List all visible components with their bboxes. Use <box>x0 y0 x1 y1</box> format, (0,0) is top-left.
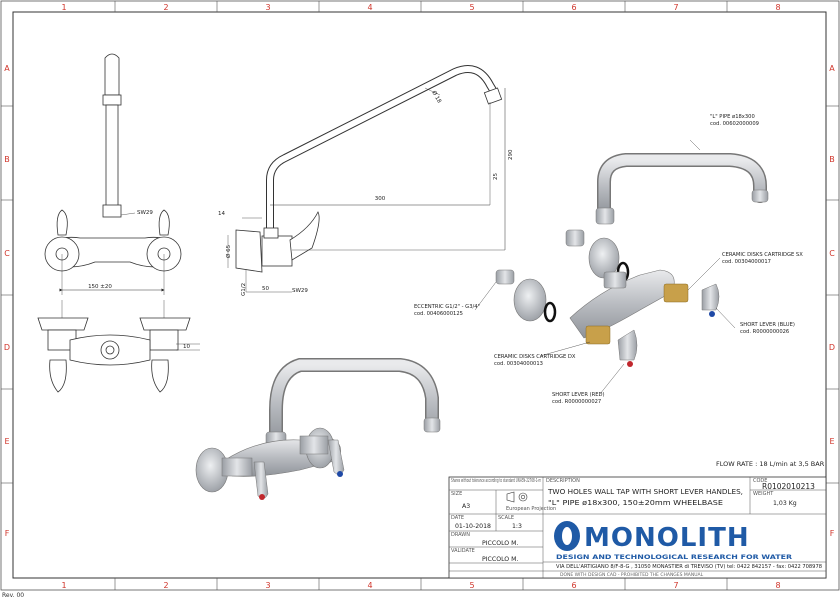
grid-col-7: 7 <box>673 3 678 12</box>
date-label: DATE <box>451 515 464 521</box>
flow-rate-note: FLOW RATE : 18 L/min at 3,5 BAR <box>716 460 825 468</box>
grid-row-d: D <box>4 343 10 352</box>
code-label: CODE <box>753 478 767 484</box>
dim-g12: G1/2 <box>241 283 247 296</box>
grid-row-e-right: E <box>829 437 834 446</box>
grid-col-3-bottom: 3 <box>265 581 270 590</box>
revision-label: Rev. 00 <box>2 592 24 599</box>
annotation-short-lever-red: SHORT LEVER (RED) cod. R0000000027 <box>552 392 605 405</box>
tolerance-note: Shares without tolerance according to st… <box>451 478 541 484</box>
dim-sw29-side: SW29 <box>292 288 308 294</box>
weight-label: WEIGHT <box>753 491 774 497</box>
top-view <box>37 300 200 393</box>
dim-14: 14 <box>218 211 225 217</box>
assembled-render <box>195 358 441 500</box>
grid-row-f: F <box>5 529 10 538</box>
dim-height-290: 290 <box>508 149 514 160</box>
validate-label: VALIDATE <box>451 548 475 554</box>
short-lever-blue-label: SHORT LEVER (BLUE) <box>740 322 795 328</box>
validate-value: PICCOLO M. <box>482 556 518 563</box>
cartridge-sx-code: cod. 00304000017 <box>722 259 771 265</box>
grid-row-a: A <box>4 64 10 73</box>
eccentric-code: cod. 00406000125 <box>414 311 463 317</box>
grid-row-c-right: C <box>829 249 835 258</box>
grid-col-1-bottom: 1 <box>61 581 66 590</box>
dim-pipe-length: 300 <box>375 196 386 202</box>
pipe-label: "L" PIPE ø18x300 <box>710 114 755 120</box>
footer-note: DONE WITH DESIGN CAD - PROHIBITED THE CH… <box>560 572 704 578</box>
dim-65: Ø 65 <box>225 244 232 258</box>
grid-col-6-bottom: 6 <box>571 581 576 590</box>
cartridge-dx-code: cod. 00304000013 <box>494 361 543 367</box>
front-view <box>44 53 182 295</box>
annotation-cartridge-dx: CERAMIC DISKS CARTRIDGE DX cod. 00304000… <box>494 354 576 367</box>
grid-col-7-bottom: 7 <box>673 581 678 590</box>
dim-wheelbase: 150 ±20 <box>88 284 112 290</box>
scale-label: SCALE <box>498 515 514 521</box>
grid-row-c: C <box>4 249 10 258</box>
grid-col-3: 3 <box>265 3 270 12</box>
drawn-label: DRAWN <box>451 532 470 538</box>
description-line-1: TWO HOLES WALL TAP WITH SHORT LEVER HAND… <box>547 488 743 496</box>
size-value: A3 <box>462 503 470 510</box>
grid-row-b-right: B <box>829 155 835 164</box>
cartridge-sx-label: CERAMIC DISKS CARTRIDGE SX <box>722 252 803 258</box>
dim-pipe-diameter: Ø 18 <box>430 90 443 105</box>
annotation-eccentric: ECCENTRIC G1/2" - G3/4" cod. 00406000125 <box>414 304 480 317</box>
description-label: DESCRIPTION <box>546 478 580 484</box>
grid-col-5-bottom: 5 <box>469 581 474 590</box>
grid-row-a-right: A <box>829 64 835 73</box>
annotation-pipe: "L" PIPE ø18x300 cod. 00602000009 <box>710 114 759 127</box>
dim-sw29-front: SW29 <box>137 210 153 216</box>
grid-row-f-right: F <box>830 529 835 538</box>
grid-col-8-bottom: 8 <box>775 581 780 590</box>
scale-value: 1:3 <box>512 523 522 530</box>
size-label: SIZE <box>451 491 462 497</box>
grid-row-e: E <box>4 437 9 446</box>
eccentric-label: ECCENTRIC G1/2" - G3/4" <box>414 304 480 310</box>
side-view <box>227 65 506 293</box>
brand-tagline: DESIGN AND TECHNOLOGICAL RESEARCH FOR WA… <box>556 553 792 561</box>
pipe-code: cod. 00602000009 <box>710 121 759 127</box>
grid-col-4: 4 <box>367 3 372 12</box>
code-value: R0102010213 <box>762 482 815 491</box>
grid-col-1: 1 <box>61 3 66 12</box>
short-lever-red-label: SHORT LEVER (RED) <box>552 392 605 398</box>
dim-height-25: 25 <box>493 173 499 180</box>
title-block: Shares without tolerance according to st… <box>448 476 827 579</box>
grid-col-8: 8 <box>775 3 780 12</box>
date-value: 01-10-2018 <box>455 523 491 530</box>
description-line-2: "L" PIPE ø18x300, 150±20mm WHEELBASE <box>548 499 723 507</box>
grid-row-b: B <box>4 155 10 164</box>
cartridge-dx-label: CERAMIC DISKS CARTRIDGE DX <box>494 354 576 360</box>
projection-label: European Projection <box>506 506 556 512</box>
grid-row-d-right: D <box>829 343 835 352</box>
grid-col-5: 5 <box>469 3 474 12</box>
annotation-cartridge-sx: CERAMIC DISKS CARTRIDGE SX cod. 00304000… <box>722 252 803 265</box>
annotation-short-lever-blue: SHORT LEVER (BLUE) cod. R0000000026 <box>740 322 795 335</box>
grid-col-6: 6 <box>571 3 576 12</box>
weight-value: 1,03 Kg <box>773 500 797 507</box>
grid-col-4-bottom: 4 <box>367 581 372 590</box>
exploded-view <box>474 139 769 395</box>
drawn-value: PICCOLO M. <box>482 540 518 547</box>
dim-10: 10 <box>183 344 190 350</box>
company-address: VIA DELL'ARTIGIANO 8/F-8-G , 31050 MONAS… <box>556 564 822 570</box>
projection-symbol-icon <box>506 491 528 503</box>
monolith-logo-icon <box>554 521 580 551</box>
short-lever-red-code: cod. R0000000027 <box>552 399 601 405</box>
grid-col-2-bottom: 2 <box>163 581 168 590</box>
dim-50: 50 <box>262 286 269 292</box>
brand-name: MONOLITH <box>584 523 750 553</box>
grid-col-2: 2 <box>163 3 168 12</box>
short-lever-blue-code: cod. R0000000026 <box>740 329 789 335</box>
